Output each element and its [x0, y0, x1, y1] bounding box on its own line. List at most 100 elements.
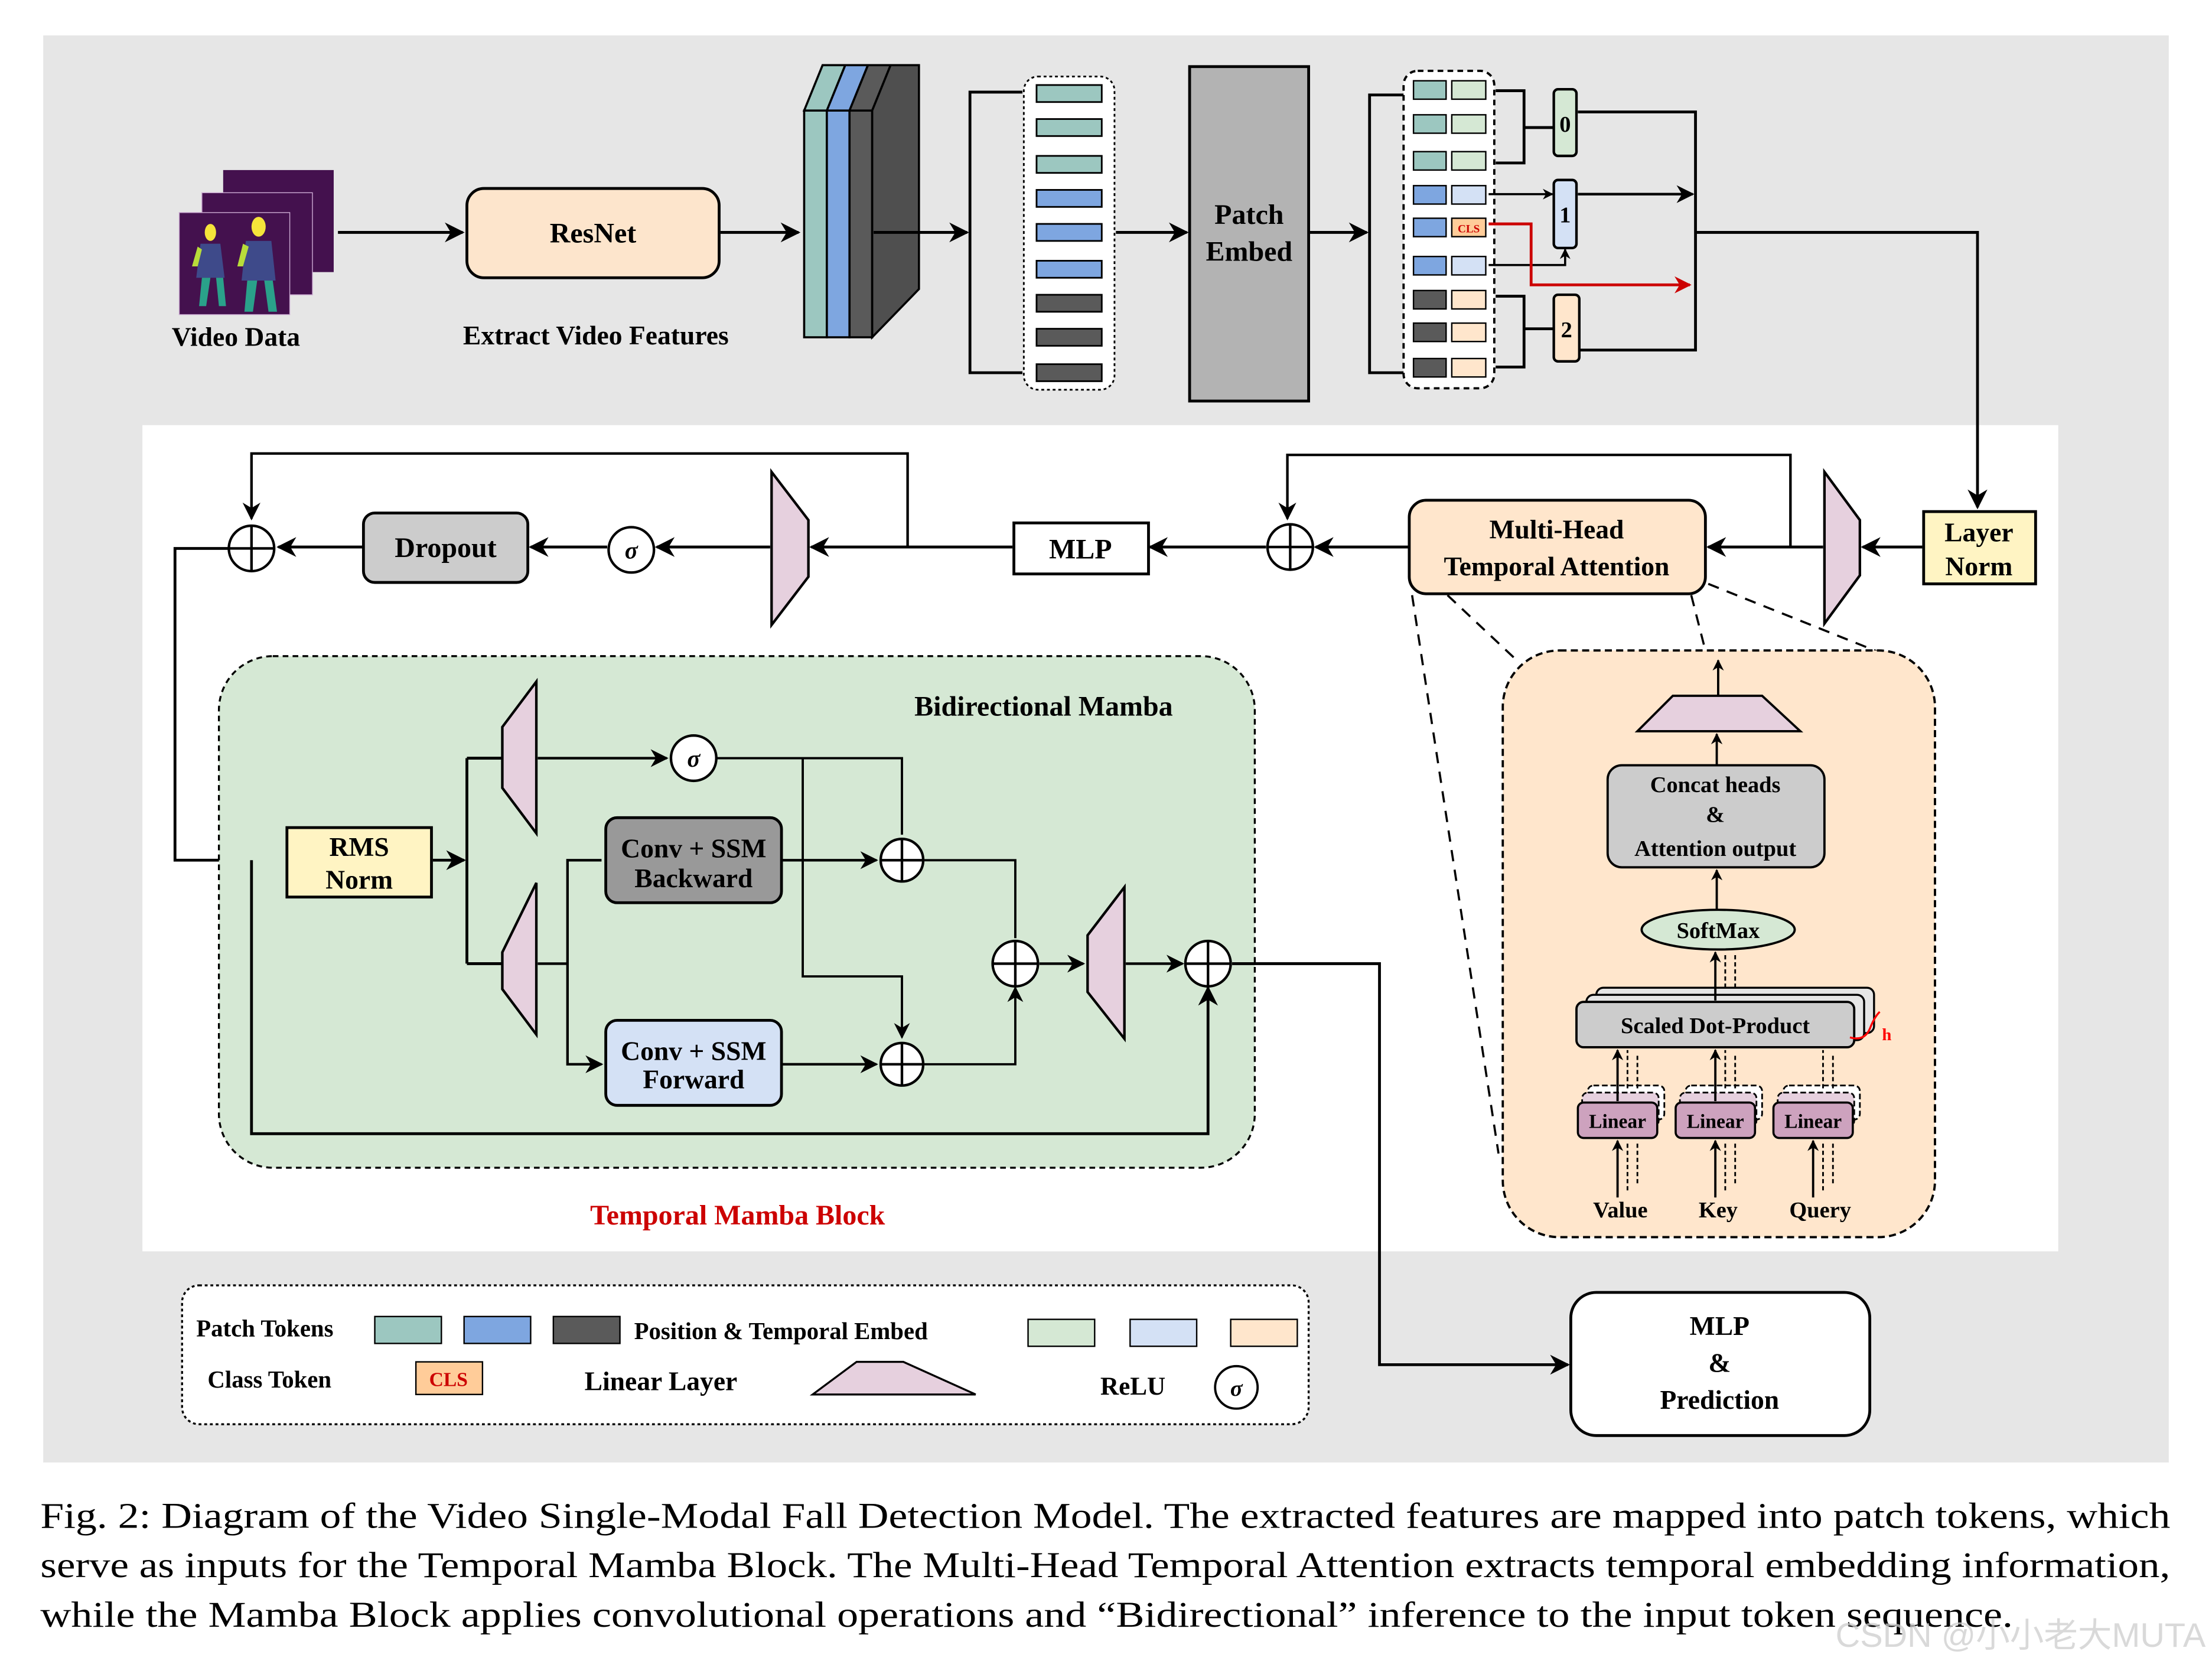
rms-line1: RMS	[330, 832, 389, 862]
arrow-token-to-group1-b	[1488, 248, 1571, 266]
patch-token	[1412, 357, 1447, 378]
group-2-box: 2	[1552, 293, 1581, 363]
linear-layer-icon	[770, 468, 810, 629]
mlp-label: MLP	[1049, 533, 1112, 565]
resnet-box[interactable]: ResNet	[465, 187, 721, 279]
patch-token-column	[1022, 76, 1116, 391]
patch-token	[1035, 260, 1103, 279]
patch-token	[1035, 84, 1103, 103]
bracket-embedded	[1368, 93, 1404, 374]
residual-mlp	[242, 452, 909, 548]
extract-features-label: Extract Video Features	[463, 320, 729, 350]
layer-norm-line2: Norm	[1945, 551, 2012, 581]
dashed-linear-to-sdp	[1822, 1050, 1834, 1089]
scaled-dot-product-stack[interactable]: Scaled Dot-Product h	[1575, 986, 1891, 1048]
layer-norm-box[interactable]: Layer Norm	[1922, 510, 2037, 585]
attention-linear-label: Linear	[1589, 1111, 1646, 1133]
legend-swatch-teal	[374, 1315, 442, 1344]
legend-relu: ReLU	[1100, 1373, 1165, 1401]
add-icon	[991, 939, 1040, 988]
attention-linear-stack[interactable]: Linear	[1675, 1048, 1763, 1198]
patch-token	[1035, 223, 1103, 242]
bracket-group-0	[1496, 89, 1554, 165]
patch-token	[1412, 217, 1447, 237]
cls-route-arrow	[1488, 222, 1692, 294]
patch-token	[1412, 256, 1447, 276]
embedding-token	[1451, 185, 1487, 205]
legend-position-embed: Position & Temporal Embed	[634, 1318, 928, 1344]
patch-token	[1035, 155, 1103, 174]
conv-ssm-backward-box[interactable]: Conv + SSM Backward	[604, 816, 783, 904]
linear-layer-icon	[501, 882, 538, 1038]
caption-line1: Fig. 2: Diagram of the Video Single-Moda…	[40, 1496, 2170, 1536]
embedded-token-column: CLS	[1402, 70, 1496, 390]
dropout-box[interactable]: Dropout	[361, 512, 530, 584]
dashed-input-arrow	[1822, 1141, 1834, 1191]
softmax-box[interactable]: SoftMax	[1640, 908, 1796, 951]
flow-to-prediction	[1232, 962, 1570, 1375]
legend-class-token: Class Token	[207, 1366, 331, 1393]
bracket-group-2	[1496, 295, 1554, 369]
watermark: CSDN @小小老大MUTA	[1836, 1617, 2206, 1655]
embedding-token	[1451, 151, 1487, 171]
conv-ssm-forward-box[interactable]: Conv + SSM Forward	[604, 1018, 783, 1107]
gate-sigma: σ	[687, 745, 701, 772]
group-1-label: 1	[1559, 203, 1571, 228]
legend: Patch Tokens Position & Temporal Embed C…	[181, 1284, 1310, 1425]
patch-embed-box[interactable]: Patch Embed	[1188, 65, 1310, 403]
temporal-mamba-block-title: Temporal Mamba Block	[590, 1200, 885, 1231]
multi-head-temporal-attention-box[interactable]: Multi-Head Temporal Attention	[1408, 499, 1707, 595]
legend-swatch-green	[1027, 1318, 1096, 1347]
patch-embed-line1: Patch	[1214, 199, 1283, 230]
concat-line1: Concat heads	[1650, 773, 1781, 797]
prediction-line2: &	[1708, 1347, 1731, 1377]
rms-line2: Norm	[325, 864, 393, 894]
rms-norm-box[interactable]: RMS Norm	[285, 826, 433, 899]
prediction-line3: Prediction	[1660, 1385, 1779, 1415]
embedding-token	[1451, 80, 1487, 100]
attention-linear-stack[interactable]: Linear	[1772, 1050, 1861, 1198]
residual-attention	[1278, 453, 1792, 548]
concat-line2: &	[1706, 803, 1725, 828]
attention-line1: Multi-Head	[1489, 514, 1624, 545]
query-label: Query	[1789, 1198, 1851, 1223]
linear-layer-icon	[1634, 695, 1803, 732]
relu-icon: σ	[607, 526, 656, 574]
patch-token	[1035, 363, 1103, 382]
concat-heads-box[interactable]: Concat heads & Attention output	[1606, 764, 1826, 869]
patch-token	[1035, 118, 1103, 137]
caption-line3: while the Mamba Block applies convolutio…	[40, 1595, 2013, 1635]
attention-linear-stack[interactable]: Linear	[1576, 1048, 1666, 1198]
attention-linear-label: Linear	[1784, 1111, 1842, 1133]
layer-norm-line1: Layer	[1944, 517, 2013, 547]
attention-zoom-lines	[1410, 582, 1886, 1154]
embedding-token	[1451, 289, 1487, 310]
merge-lines	[1578, 110, 1978, 507]
patch-token	[1412, 289, 1447, 310]
video-frames-icon	[178, 170, 334, 315]
linear-layer-icon	[501, 678, 538, 838]
group-2-label: 2	[1561, 318, 1572, 343]
add-icon	[227, 524, 276, 573]
patch-token	[1035, 189, 1103, 208]
embedding-token	[1451, 114, 1487, 134]
dashed-input-arrow	[1724, 1141, 1737, 1191]
legend-patch-tokens: Patch Tokens	[196, 1315, 333, 1341]
split-lines	[465, 757, 503, 965]
relu-icon: σ	[669, 734, 718, 783]
patch-token	[1412, 151, 1447, 171]
mamba-title: Bidirectional Mamba	[914, 691, 1172, 722]
add-icon	[879, 838, 925, 883]
mlp-prediction-box[interactable]: MLP & Prediction	[1569, 1291, 1872, 1437]
group-1-box: 1	[1552, 178, 1578, 250]
relu-sigma: σ	[625, 537, 638, 564]
embedding-token	[1451, 256, 1487, 276]
legend-swatch-dark	[552, 1315, 621, 1344]
dropout-label: Dropout	[395, 532, 496, 564]
add-icon	[1184, 939, 1232, 988]
mlp-box[interactable]: MLP	[1012, 521, 1150, 576]
cls-token	[1451, 217, 1487, 237]
linear-layer-icon	[1823, 468, 1862, 628]
concat-line3: Attention output	[1634, 836, 1796, 861]
